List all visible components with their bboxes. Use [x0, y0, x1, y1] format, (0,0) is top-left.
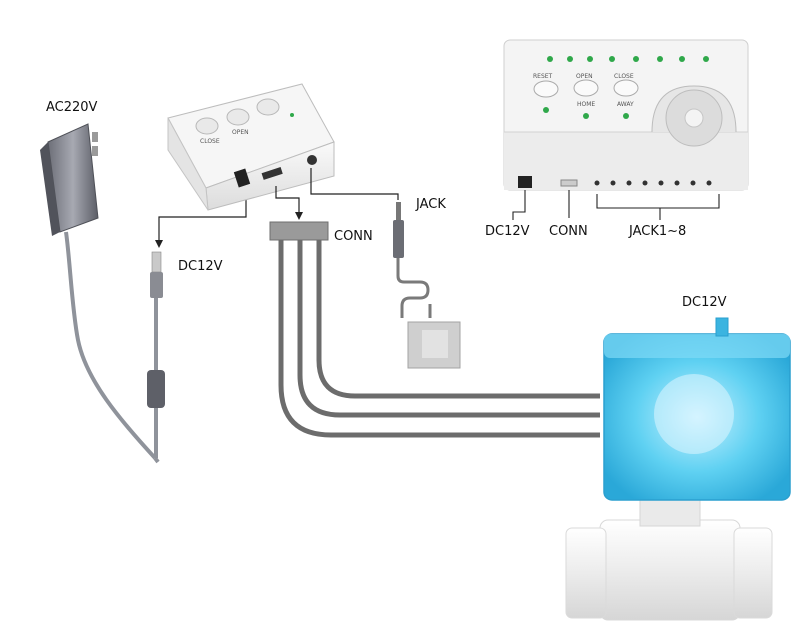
jack-sensor — [393, 202, 461, 369]
conn-label: CONN — [334, 229, 373, 244]
small-control-box: CLOSE OPEN — [167, 83, 335, 211]
main-control-panel: RESET OPEN CLOSE HOME AWAY — [503, 39, 749, 220]
panel-button-sublabel: AWAY — [617, 101, 634, 108]
panel-button-sublabel: HOME — [577, 101, 595, 108]
power-adapter — [40, 123, 157, 460]
panel-button-label: CLOSE — [614, 73, 634, 80]
motorized-valve — [565, 317, 791, 621]
ac220v-label: AC220V — [46, 100, 98, 115]
box-button-label: OPEN — [232, 129, 249, 136]
panel-conn-label: CONN — [549, 224, 588, 239]
panel-button-label: RESET — [533, 73, 553, 80]
conn-connector — [269, 221, 600, 438]
dc12v-cord — [147, 198, 247, 464]
panel-led-row — [547, 56, 709, 62]
box-led — [290, 113, 294, 117]
box-button-label: CLOSE — [200, 138, 220, 145]
dc12v-adapter-label: DC12V — [178, 259, 223, 274]
panel-button-label: OPEN — [576, 73, 593, 80]
valve-dc12v-label: DC12V — [682, 295, 727, 310]
panel-dc12v-label: DC12V — [485, 224, 530, 239]
panel-jack-row — [594, 180, 712, 186]
panel-jack-label: JACK1~8 — [629, 224, 687, 239]
jack-label: JACK — [416, 197, 446, 212]
